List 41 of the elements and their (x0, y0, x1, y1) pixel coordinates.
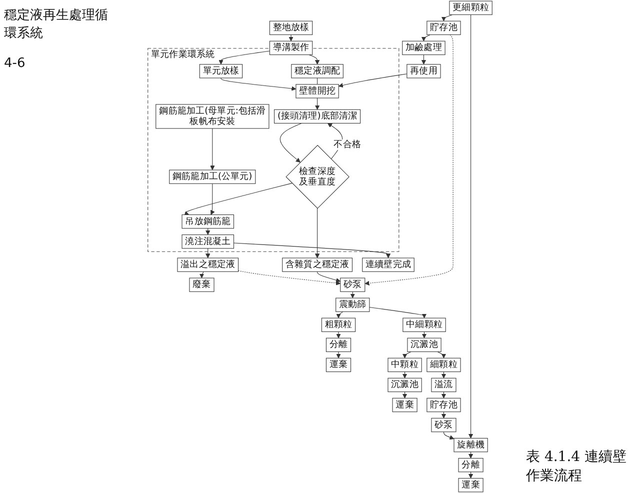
arrow (338, 74, 408, 88)
page-number: 4-6 (4, 56, 26, 71)
arrow (220, 78, 296, 91)
arrow (336, 351, 341, 358)
arrow (437, 351, 446, 358)
arrow (280, 122, 302, 163)
arrow (336, 331, 341, 338)
figure-caption: 表 4.1.4 連續壁作業流程 (526, 448, 628, 486)
arrow (443, 432, 454, 440)
arrow (421, 34, 430, 42)
arrow (210, 183, 215, 215)
arrow (421, 54, 426, 65)
arrow (468, 452, 474, 458)
arrow (369, 306, 427, 318)
arrow (350, 291, 355, 298)
arrow (210, 128, 215, 170)
arrow (238, 270, 341, 286)
arrow (468, 14, 474, 438)
arrow (336, 311, 344, 318)
system-label: 穩定液再生處理循環系統 (4, 7, 109, 42)
arrow (206, 248, 210, 258)
arrow (288, 34, 294, 42)
arrow (184, 182, 292, 216)
arrow (402, 372, 408, 378)
arrow (468, 472, 474, 479)
arrow (199, 271, 204, 278)
arrow (233, 242, 391, 258)
arrow (441, 392, 446, 398)
arrow (317, 271, 341, 282)
arrow (314, 208, 320, 258)
arrow (364, 34, 454, 286)
arrow (308, 54, 320, 65)
arrow (422, 331, 427, 338)
arrow (206, 228, 210, 235)
arrow (218, 50, 270, 65)
arrow (314, 98, 320, 110)
arrow (402, 392, 408, 398)
arrow (441, 14, 453, 22)
arrow (441, 372, 446, 378)
arrow (441, 412, 446, 418)
arrow (402, 351, 412, 358)
